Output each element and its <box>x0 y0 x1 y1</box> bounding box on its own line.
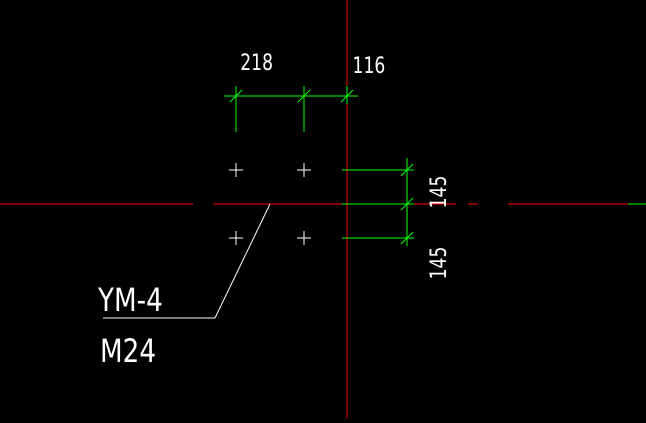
horizontal-dimension: 218 116 <box>224 50 385 132</box>
tick-left <box>229 89 243 103</box>
dim-label-116: 116 <box>353 53 386 79</box>
leader-line-diagonal <box>214 203 271 319</box>
tick-middle <box>297 89 311 103</box>
anchor-mark-label: YM-4 <box>97 281 163 318</box>
tick-right <box>340 89 354 103</box>
anchor-top-right[interactable] <box>297 163 311 177</box>
dim-label-218: 218 <box>240 50 273 76</box>
tick-bottom <box>400 231 414 245</box>
anchor-top-left[interactable] <box>229 163 243 177</box>
leader-annotation: YM-4 M24 <box>97 203 271 370</box>
anchor-bottom-right[interactable] <box>297 231 311 245</box>
tick-top <box>400 163 414 177</box>
tick-center <box>400 197 414 211</box>
dim-label-145-bottom: 145 <box>426 247 452 280</box>
dim-label-145-top: 145 <box>426 176 452 209</box>
vertical-dimension: 145 145 <box>342 158 452 279</box>
anchor-size-label: M24 <box>100 332 156 369</box>
anchor-bolts <box>229 163 311 245</box>
anchor-bottom-left[interactable] <box>229 231 243 245</box>
